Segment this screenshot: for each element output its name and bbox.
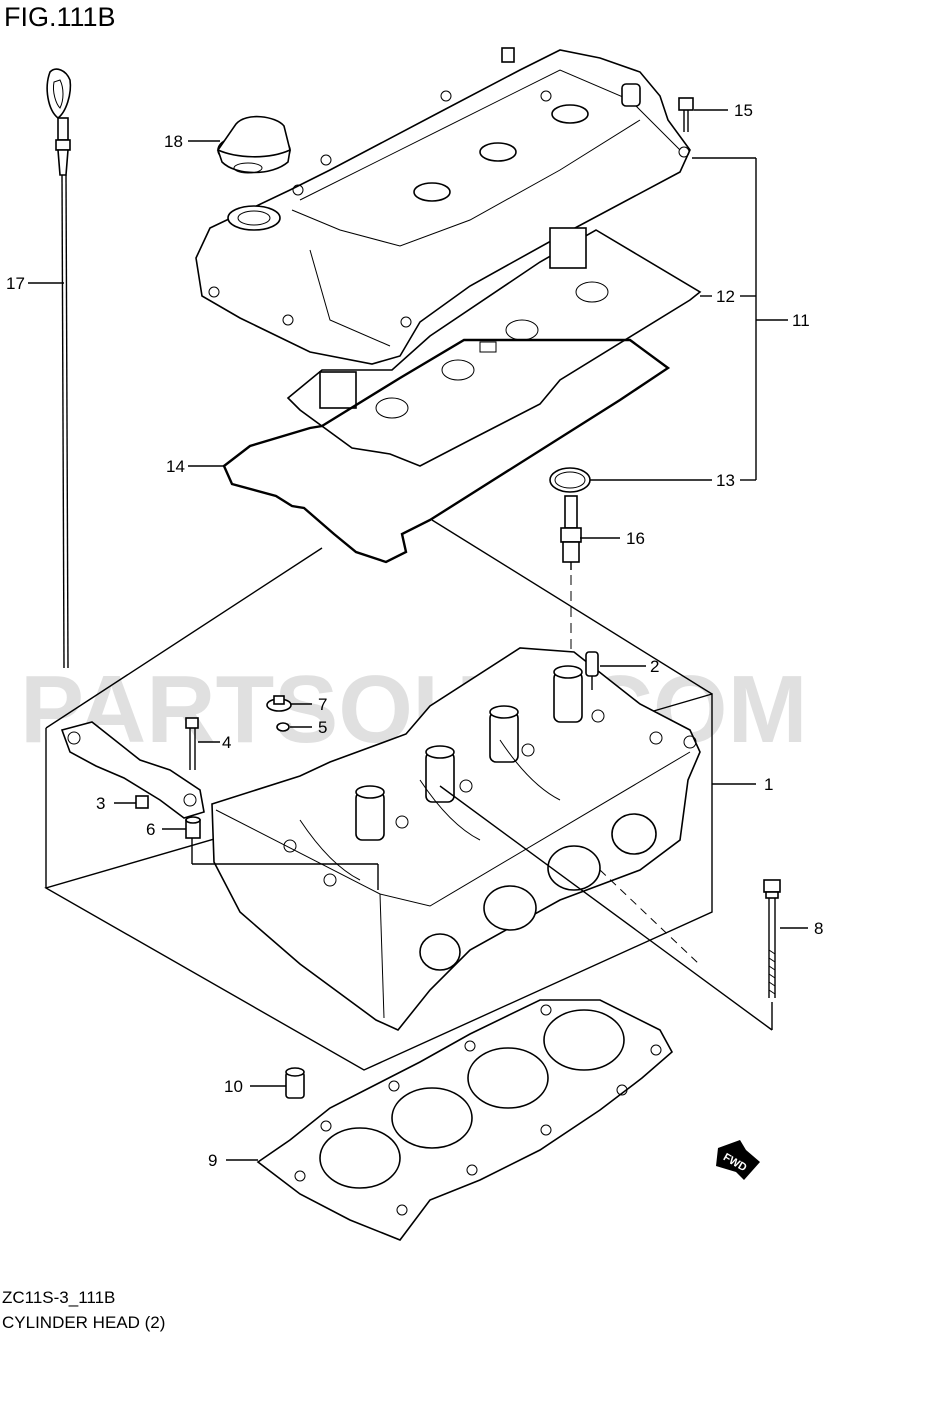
callout-13: 13 <box>716 471 735 490</box>
cylinder-head-cover[interactable] <box>195 47 691 365</box>
cover-gasket-loop[interactable] <box>222 338 671 564</box>
dipstick[interactable] <box>46 68 72 669</box>
diagram-code: ZC11S-3_111B <box>2 1288 116 1307</box>
callout-17: 17 <box>6 274 25 293</box>
spark-plug[interactable] <box>560 495 582 570</box>
o-ring[interactable] <box>549 467 591 493</box>
callout-7: 7 <box>318 695 327 714</box>
callout-9: 9 <box>208 1151 217 1170</box>
figure-title: FIG.111B <box>4 2 116 32</box>
cap-bolt[interactable] <box>185 717 199 770</box>
knock-pin[interactable] <box>285 1067 305 1099</box>
cylinder-head[interactable] <box>211 647 701 1031</box>
sealing-washer[interactable] <box>266 695 292 712</box>
callout-3: 3 <box>96 794 105 813</box>
dowel-pin[interactable] <box>185 816 201 839</box>
callout-labels: 1 2 3 4 5 6 7 8 9 10 11 12 13 14 15 16 1… <box>6 101 823 1170</box>
cover-gasket-plate[interactable] <box>286 227 702 467</box>
callout-6: 6 <box>146 820 155 839</box>
callout-2: 2 <box>650 657 659 676</box>
oil-control-valve[interactable] <box>585 651 599 690</box>
diagram-caption: CYLINDER HEAD (2) <box>2 1313 166 1332</box>
head-bolt[interactable] <box>763 879 781 998</box>
callout-18: 18 <box>164 132 183 151</box>
callout-14: 14 <box>166 457 185 476</box>
oil-filler-cap[interactable] <box>216 115 291 174</box>
callout-5: 5 <box>318 718 327 737</box>
callout-10: 10 <box>224 1077 243 1096</box>
cylinder-head-frame <box>44 519 713 1071</box>
callout-8: 8 <box>814 919 823 938</box>
callout-4: 4 <box>222 733 231 752</box>
threaded-plug[interactable] <box>135 795 149 809</box>
cover-bolt[interactable] <box>678 97 694 132</box>
callout-1: 1 <box>764 775 773 794</box>
callout-16: 16 <box>626 529 645 548</box>
leader-lines <box>28 109 808 1161</box>
callout-15: 15 <box>734 101 753 120</box>
callout-12: 12 <box>716 287 735 306</box>
o-ring-small[interactable] <box>276 722 290 732</box>
forward-direction-arrow: FWD <box>716 1140 760 1180</box>
callout-11: 11 <box>792 311 810 330</box>
camshaft-cap[interactable] <box>60 721 205 819</box>
cylinder-head-gasket[interactable] <box>256 999 674 1241</box>
